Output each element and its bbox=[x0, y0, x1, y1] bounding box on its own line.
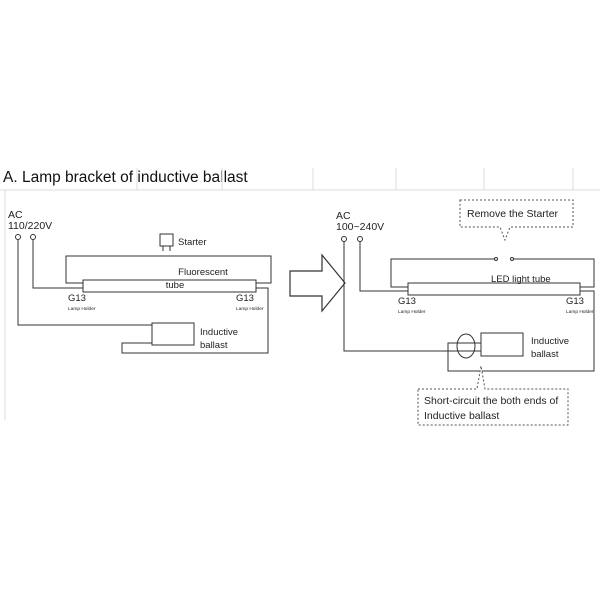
right-ac-terminal-2 bbox=[357, 236, 363, 242]
fluorescent-tube bbox=[82, 279, 257, 293]
open-contact-left bbox=[494, 257, 498, 261]
short-circuit-callout-line-1: Short-circuit the both ends of bbox=[424, 395, 558, 407]
left-ac-wire-1 bbox=[17, 239, 152, 326]
remove-starter-callout-text: Remove the Starter bbox=[467, 208, 559, 220]
short-circuit-loop bbox=[456, 333, 476, 359]
short-circuit-callout-line-2: Inductive ballast bbox=[424, 410, 499, 422]
left-holder-label: Lamp Holder bbox=[68, 306, 96, 312]
starter-wire-left bbox=[390, 258, 494, 288]
tube-to-ballast-wire bbox=[121, 287, 269, 354]
right-ballast-label-line-2: ballast bbox=[531, 349, 559, 360]
starter-loop-wire bbox=[65, 255, 272, 284]
right-inductive-ballast-box bbox=[480, 332, 524, 357]
ballast-label-line-1: Inductive bbox=[200, 327, 238, 338]
starter-label: Starter bbox=[178, 237, 207, 248]
right-ac-wire-1 bbox=[343, 241, 458, 352]
short-circuit-callout: Short-circuit the both ends of Inductive… bbox=[417, 365, 569, 426]
remove-starter-callout: Remove the Starter bbox=[459, 199, 574, 242]
conversion-arrow bbox=[289, 253, 346, 313]
right-diagram-left-holder-label: Lamp Holder bbox=[398, 309, 426, 315]
right-ac-label: AC bbox=[336, 210, 351, 222]
tube-label-line-1: Fluorescent bbox=[178, 267, 228, 278]
right-voltage-label: 100~240V bbox=[336, 221, 384, 233]
right-ac-terminal-1 bbox=[341, 236, 347, 242]
short-circuit-callout-box bbox=[417, 365, 569, 426]
starter-box bbox=[159, 233, 174, 247]
left-g13-label: G13 bbox=[68, 293, 86, 304]
tube-label-line-2: tube bbox=[166, 280, 185, 291]
right-g13-label: G13 bbox=[236, 293, 254, 304]
starter-wire-right bbox=[514, 258, 595, 288]
remove-starter-callout-box bbox=[459, 199, 574, 242]
right-diagram-left-g13-label: G13 bbox=[398, 296, 416, 307]
ballast-label-line-2: ballast bbox=[200, 340, 228, 351]
right-ballast-label-line-1: Inductive bbox=[531, 336, 569, 347]
open-contact-right bbox=[510, 257, 514, 261]
right-circuit: AC 100~240V Remove the Starter LED light… bbox=[336, 199, 595, 426]
led-tube bbox=[407, 282, 581, 296]
left-ac-wire-2 bbox=[32, 239, 83, 289]
right-diagram-right-g13-label: G13 bbox=[566, 296, 584, 307]
led-tube-label: LED light tube bbox=[491, 274, 551, 285]
diagram-heading: A. Lamp bracket of inductive ballast bbox=[3, 169, 248, 186]
left-ac-terminal-1 bbox=[15, 234, 21, 240]
right-holder-label: Lamp Holder bbox=[236, 306, 264, 312]
left-voltage-label: 110/220V bbox=[8, 220, 52, 232]
right-ac-wire-2 bbox=[359, 241, 408, 292]
right-diagram-right-holder-label: Lamp Holder bbox=[566, 309, 594, 315]
left-ac-terminal-2 bbox=[30, 234, 36, 240]
led-tube-to-ballast-wire bbox=[447, 290, 595, 372]
left-circuit: AC 110/220V Starter Fluorescent tube G13… bbox=[8, 209, 272, 354]
background-grid bbox=[0, 168, 600, 420]
left-ac-label: AC bbox=[8, 209, 23, 221]
inductive-ballast-box bbox=[151, 322, 195, 346]
